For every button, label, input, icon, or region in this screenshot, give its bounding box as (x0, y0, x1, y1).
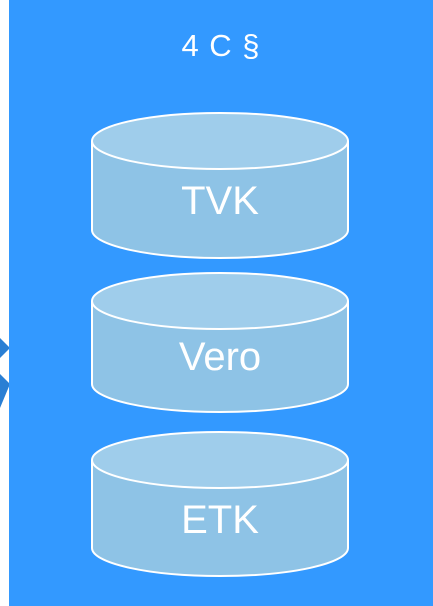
panel-title: 4 C § (181, 28, 261, 63)
cylinder-top (91, 431, 349, 489)
database-label-tvk: TVK (181, 179, 259, 223)
database-cylinder-vero (91, 272, 349, 413)
cylinder-top (91, 272, 349, 330)
incoming-arrow-icon (0, 338, 10, 408)
database-label-vero: Vero (178, 335, 262, 379)
cylinder-top (91, 112, 349, 170)
database-label-etk: ETK (181, 498, 259, 542)
cylinder-body (91, 460, 349, 577)
cylinder-body (91, 301, 349, 413)
cylinder-body (91, 141, 349, 259)
database-cylinder-tvk (91, 112, 349, 259)
database-cylinder-etk (91, 431, 349, 577)
